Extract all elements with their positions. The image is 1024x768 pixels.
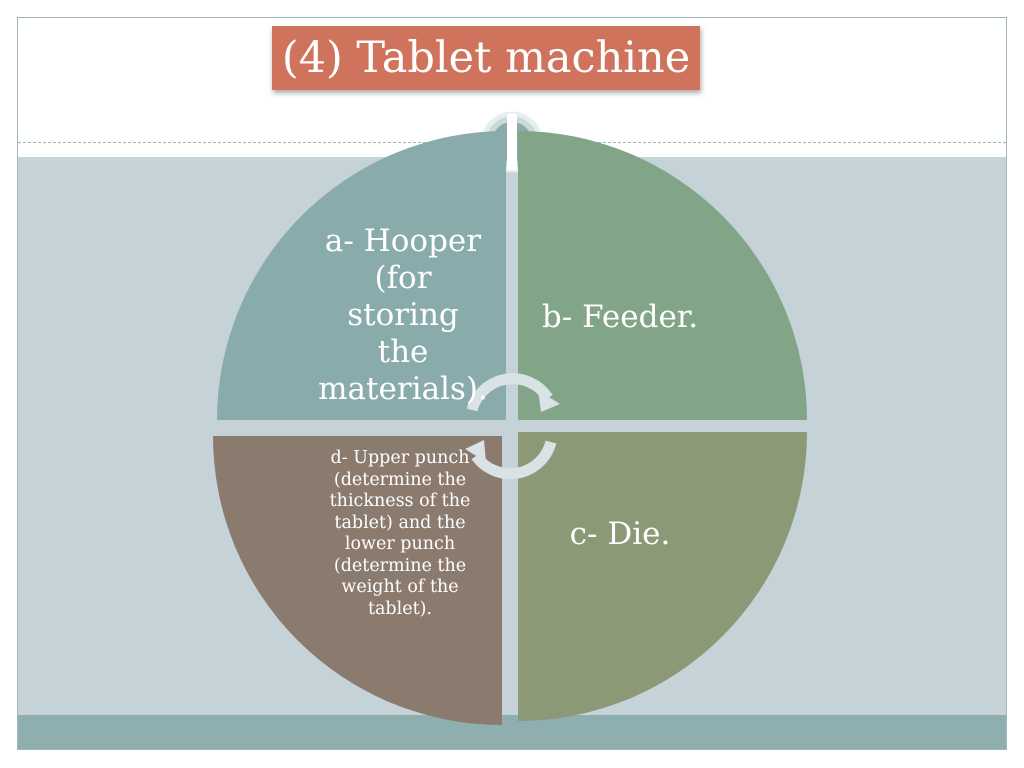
content-band (18, 157, 1006, 717)
quadrant-d-label: d- Upper punch (determine the thickness … (329, 448, 471, 619)
footer-band (18, 715, 1006, 749)
quadrant-b (518, 131, 807, 420)
quadrant-d (213, 436, 502, 725)
quadrant-a-label: a- Hooper (for storing the materials). (318, 222, 488, 407)
top-connector-bar (507, 114, 517, 170)
cycle-arrows-icon (465, 373, 560, 480)
quadrant-c-label: c- Die. (569, 516, 671, 552)
cycle-arrowhead-bottom (465, 440, 486, 462)
quadrant-c (518, 432, 807, 721)
cycle-arrow-bottom (471, 440, 557, 480)
cycle-arrow-top (466, 373, 553, 412)
slide-title: (4) Tablet machine (272, 26, 700, 90)
quadrant-a (217, 131, 506, 420)
cycle-arrowhead-top (538, 390, 560, 412)
quadrant-b-label: b- Feeder. (541, 299, 699, 335)
